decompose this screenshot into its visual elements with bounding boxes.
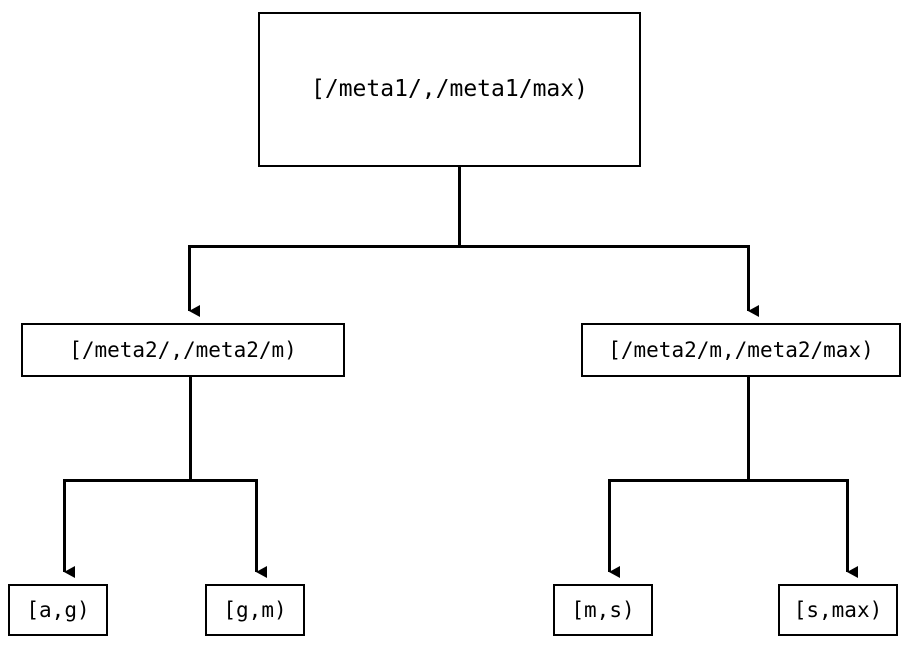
node-leaf-g-m[interactable]: [g,m) [205,584,305,636]
node-leaf-g-m-label: [g,m) [223,597,287,622]
node-leaf-a-g[interactable]: [a,g) [8,584,108,636]
node-leaf-m-s-label: [m,s) [571,597,635,622]
node-leaf-m-s[interactable]: [m,s) [553,584,653,636]
node-mid-right[interactable]: [/meta2/m,/meta2/max) [581,323,901,377]
node-leaf-s-max[interactable]: [s,max) [778,584,898,636]
node-mid-right-label: [/meta2/m,/meta2/max) [608,337,874,362]
node-mid-left-label: [/meta2/,/meta2/m) [69,337,297,362]
node-root-label: [/meta1/,/meta1/max) [311,76,588,102]
node-leaf-s-max-label: [s,max) [793,597,883,622]
node-root[interactable]: [/meta1/,/meta1/max) [258,12,641,167]
node-mid-left[interactable]: [/meta2/,/meta2/m) [21,323,345,377]
node-leaf-a-g-label: [a,g) [26,597,90,622]
